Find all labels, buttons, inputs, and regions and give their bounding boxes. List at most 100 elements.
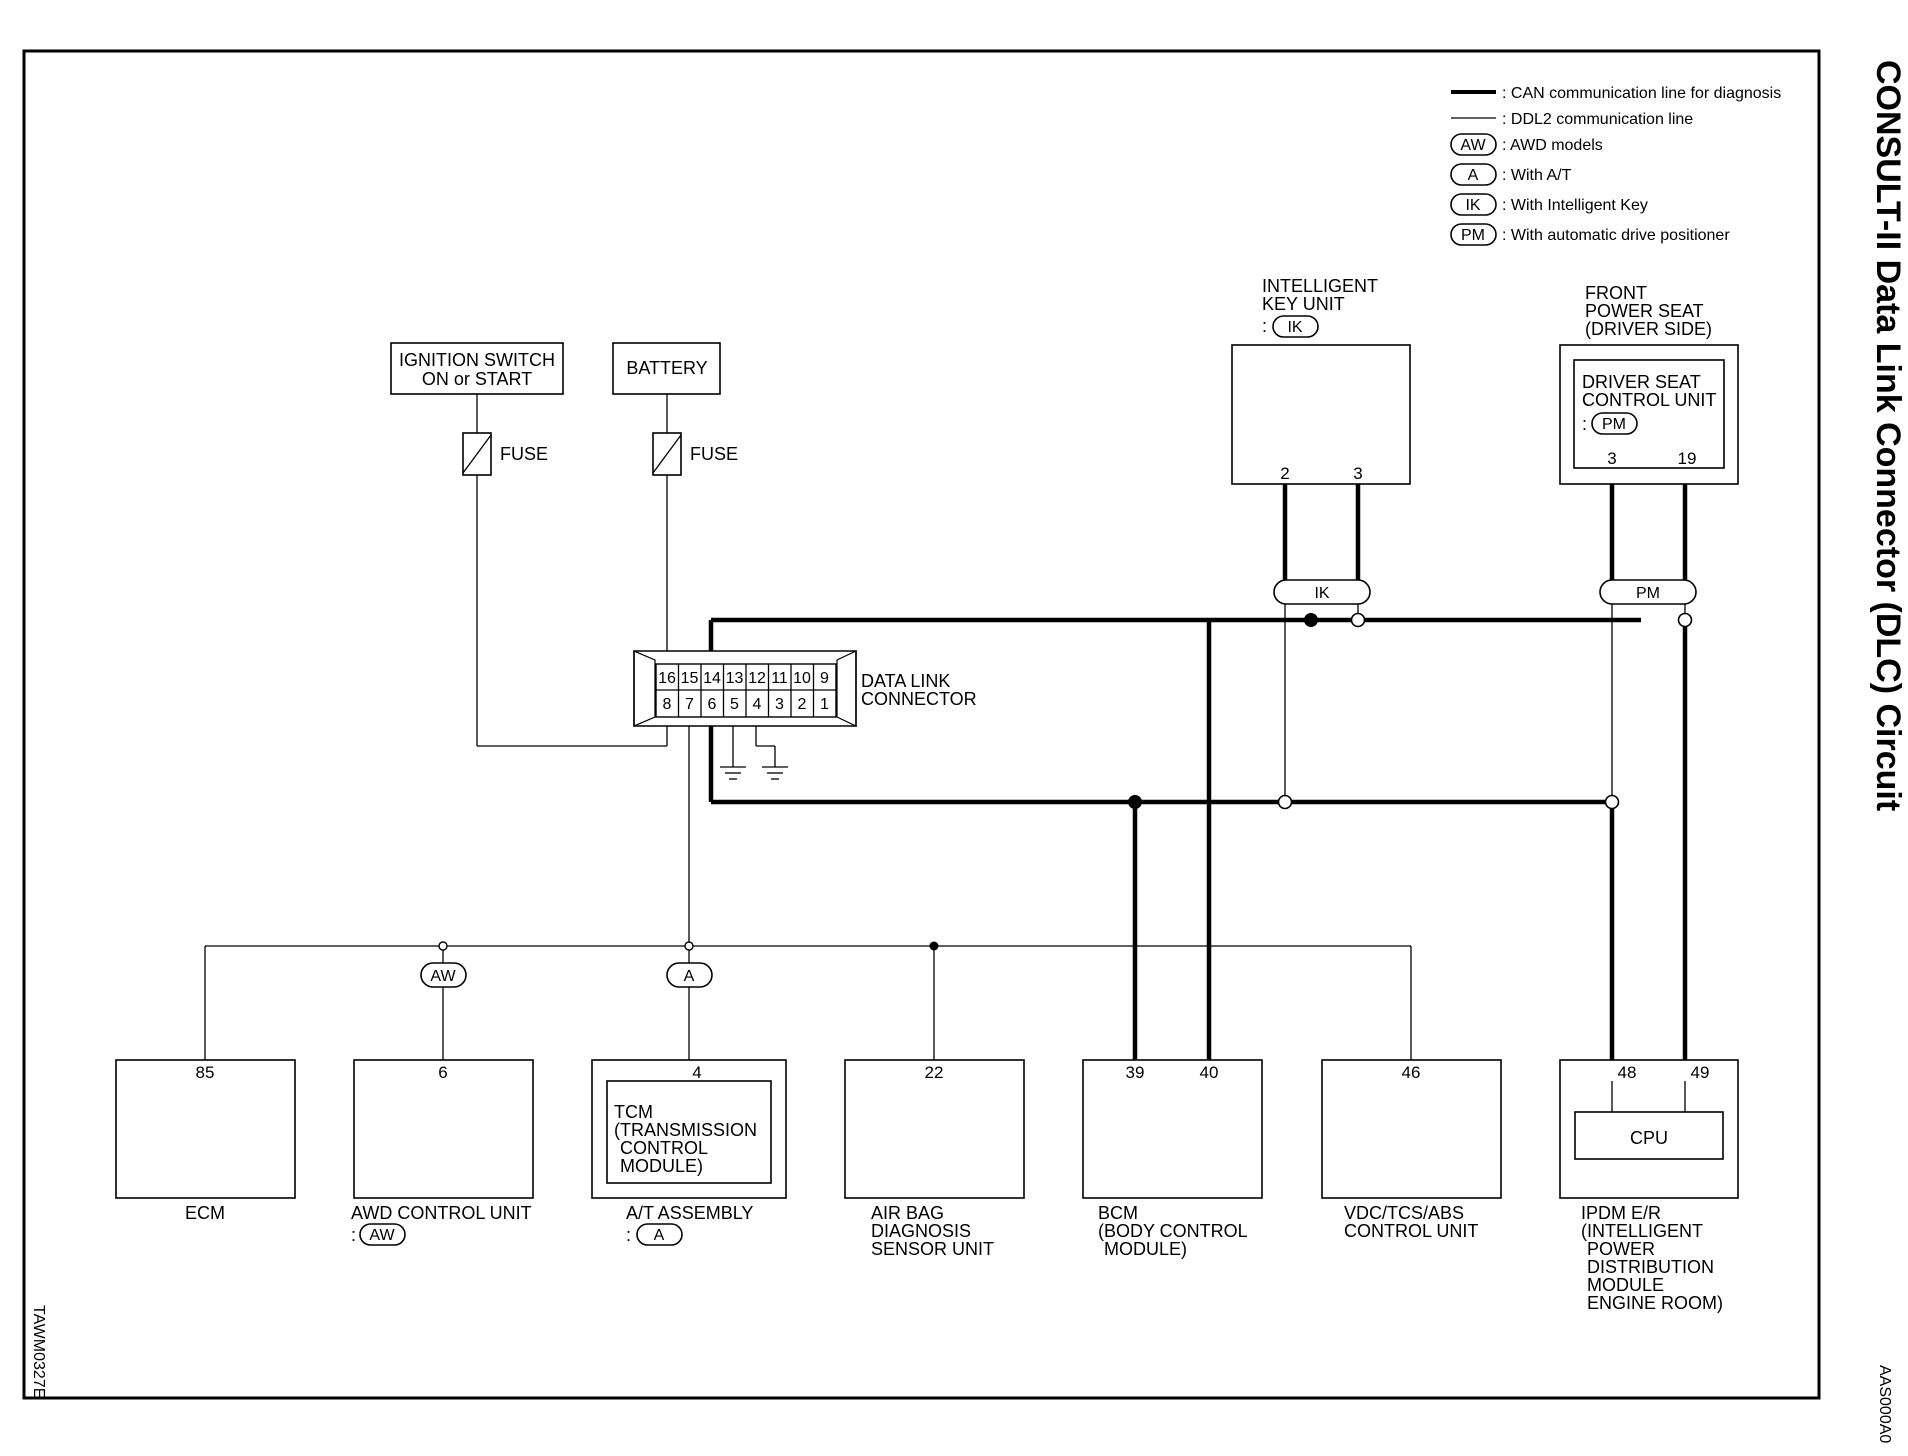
svg-text:4: 4 (692, 1063, 701, 1082)
dlc-label: CONNECTOR (861, 689, 977, 709)
dlc-pin: 12 (748, 670, 766, 687)
svg-text:PM: PM (1602, 416, 1626, 433)
svg-text:IK: IK (1287, 319, 1302, 336)
svg-text:FRONT: FRONT (1585, 283, 1647, 303)
svg-text:VDC/TCS/ABS: VDC/TCS/ABS (1344, 1203, 1464, 1223)
legend-ik-badge-text: IK (1465, 197, 1480, 214)
svg-text:BCM: BCM (1098, 1203, 1138, 1223)
legend-ik-badge (1450, 193, 1497, 216)
svg-text:FUSE: FUSE (500, 444, 548, 464)
svg-text:DISTRIBUTION: DISTRIBUTION (1587, 1257, 1714, 1277)
junction-dot (1304, 613, 1318, 627)
dlc-pin: 16 (658, 670, 676, 687)
svg-text:40: 40 (1200, 1063, 1219, 1082)
svg-text:A/T ASSEMBLY: A/T ASSEMBLY (626, 1203, 753, 1223)
dlc-pin: 10 (793, 670, 811, 687)
legend: : CAN communication line for diagnosis :… (1450, 85, 1781, 246)
svg-text:INTELLIGENT: INTELLIGENT (1262, 276, 1378, 296)
ground-symbol-2 (762, 766, 788, 780)
svg-text:DIAGNOSIS: DIAGNOSIS (871, 1221, 971, 1241)
svg-text:PM: PM (1636, 585, 1660, 602)
legend-pm-text: : With automatic drive positioner (1502, 227, 1730, 244)
svg-text:3: 3 (1353, 464, 1362, 483)
svg-text:POWER: POWER (1587, 1239, 1655, 1259)
splice-aw: AW (420, 962, 467, 988)
page-title: CONSULT-II Data Link Connector (DLC) Cir… (1869, 60, 1907, 811)
front-power-seat: FRONT POWER SEAT (DRIVER SIDE) DRIVER SE… (1559, 283, 1739, 485)
svg-text:ENGINE ROOM): ENGINE ROOM) (1587, 1293, 1723, 1313)
svg-text:(DRIVER SIDE): (DRIVER SIDE) (1585, 319, 1712, 339)
legend-can-text: : CAN communication line for diagnosis (1502, 85, 1781, 102)
dlc-pin: 15 (681, 670, 699, 687)
svg-text:49: 49 (1691, 1063, 1710, 1082)
junction-dot (929, 941, 939, 951)
svg-text:AIR BAG: AIR BAG (871, 1203, 944, 1223)
legend-aw-badge (1450, 133, 1497, 156)
svg-text:IGNITION SWITCH: IGNITION SWITCH (399, 350, 555, 370)
vdc-control-unit: 46 VDC/TCS/ABS CONTROL UNIT (1321, 1059, 1502, 1241)
svg-text:AW: AW (369, 1227, 395, 1244)
svg-text:2: 2 (1280, 464, 1289, 483)
svg-text:POWER SEAT: POWER SEAT (1585, 301, 1704, 321)
splice-ik: IK (1273, 579, 1371, 605)
svg-text:(INTELLIGENT: (INTELLIGENT (1581, 1221, 1703, 1241)
ipdm-er-module: 48 49 CPU IPDM E/R (INTELLIGENT POWER DI… (1559, 1059, 1739, 1313)
ground-symbol-1 (720, 766, 746, 780)
legend-pm-badge (1450, 223, 1497, 246)
junction-open (1604, 794, 1620, 810)
legend-ik-text: : With Intelligent Key (1502, 197, 1648, 214)
legend-ddl2-text: : DDL2 communication line (1502, 111, 1693, 128)
legend-aw-text: : AWD models (1502, 137, 1603, 154)
dlc-pin: 3 (775, 696, 784, 713)
svg-text:IPDM E/R: IPDM E/R (1581, 1203, 1661, 1223)
legend-pm-badge-text: PM (1461, 227, 1485, 244)
svg-text::: : (351, 1225, 356, 1245)
dlc-pin: 14 (703, 670, 721, 687)
svg-text:IK: IK (1314, 585, 1329, 602)
svg-text:ON or START: ON or START (422, 369, 532, 389)
legend-a-badge (1450, 163, 1497, 186)
svg-text:MODULE): MODULE) (1104, 1239, 1187, 1259)
svg-text:39: 39 (1126, 1063, 1145, 1082)
svg-text:CONTROL UNIT: CONTROL UNIT (1344, 1221, 1478, 1241)
svg-text:MODULE: MODULE (1587, 1275, 1664, 1295)
ignition-switch-box: IGNITION SWITCH ON or START (390, 342, 564, 395)
svg-text:A: A (684, 968, 695, 985)
svg-text:CPU: CPU (1630, 1128, 1668, 1148)
svg-text::: : (1582, 414, 1587, 434)
dlc-pin: 11 (771, 670, 788, 687)
svg-text:TCM: TCM (614, 1102, 653, 1122)
svg-text:DRIVER SEAT: DRIVER SEAT (1582, 372, 1701, 392)
svg-text:46: 46 (1402, 1063, 1421, 1082)
section-code: AAS000A0 (1876, 1365, 1893, 1443)
svg-text::: : (626, 1225, 631, 1245)
fuse-battery: FUSE (652, 432, 738, 476)
svg-text:(TRANSMISSION: (TRANSMISSION (614, 1120, 757, 1140)
junction-dot (1128, 795, 1142, 809)
svg-text:48: 48 (1618, 1063, 1637, 1082)
fuse-ignition: FUSE (462, 432, 548, 476)
svg-text:CONTROL: CONTROL (620, 1138, 708, 1158)
svg-text:22: 22 (925, 1063, 944, 1082)
dlc-pin: 7 (685, 696, 694, 713)
svg-text:KEY UNIT: KEY UNIT (1262, 294, 1345, 314)
battery-box: BATTERY (612, 342, 721, 395)
at-assembly: 4 6 TCM (TRANSMISSION CONTROL MODULE) A/… (591, 1059, 787, 1246)
junction-open (1350, 612, 1366, 628)
legend-aw-badge-text: AW (1460, 137, 1486, 154)
intelligent-key-unit: INTELLIGENT KEY UNIT : IK 2 3 (1231, 276, 1411, 485)
airbag-sensor-unit: 22 AIR BAG DIAGNOSIS SENSOR UNIT (844, 1059, 1025, 1259)
figure-code: TAWM0327E (30, 1305, 47, 1398)
dlc-pin: 8 (663, 696, 672, 713)
junction-open (1677, 612, 1693, 628)
dlc-pin: 9 (820, 670, 829, 687)
junction-open (684, 941, 694, 951)
splice-pm: PM (1599, 579, 1697, 605)
svg-text:19: 19 (1678, 449, 1697, 468)
awd-control-unit: 6 AWD CONTROL UNIT : AW (351, 1059, 534, 1246)
dlc-pin: 5 (730, 696, 739, 713)
dlc-cell-dividers (677, 664, 815, 717)
junction-open (438, 941, 448, 951)
can-wires (708, 467, 1688, 1060)
